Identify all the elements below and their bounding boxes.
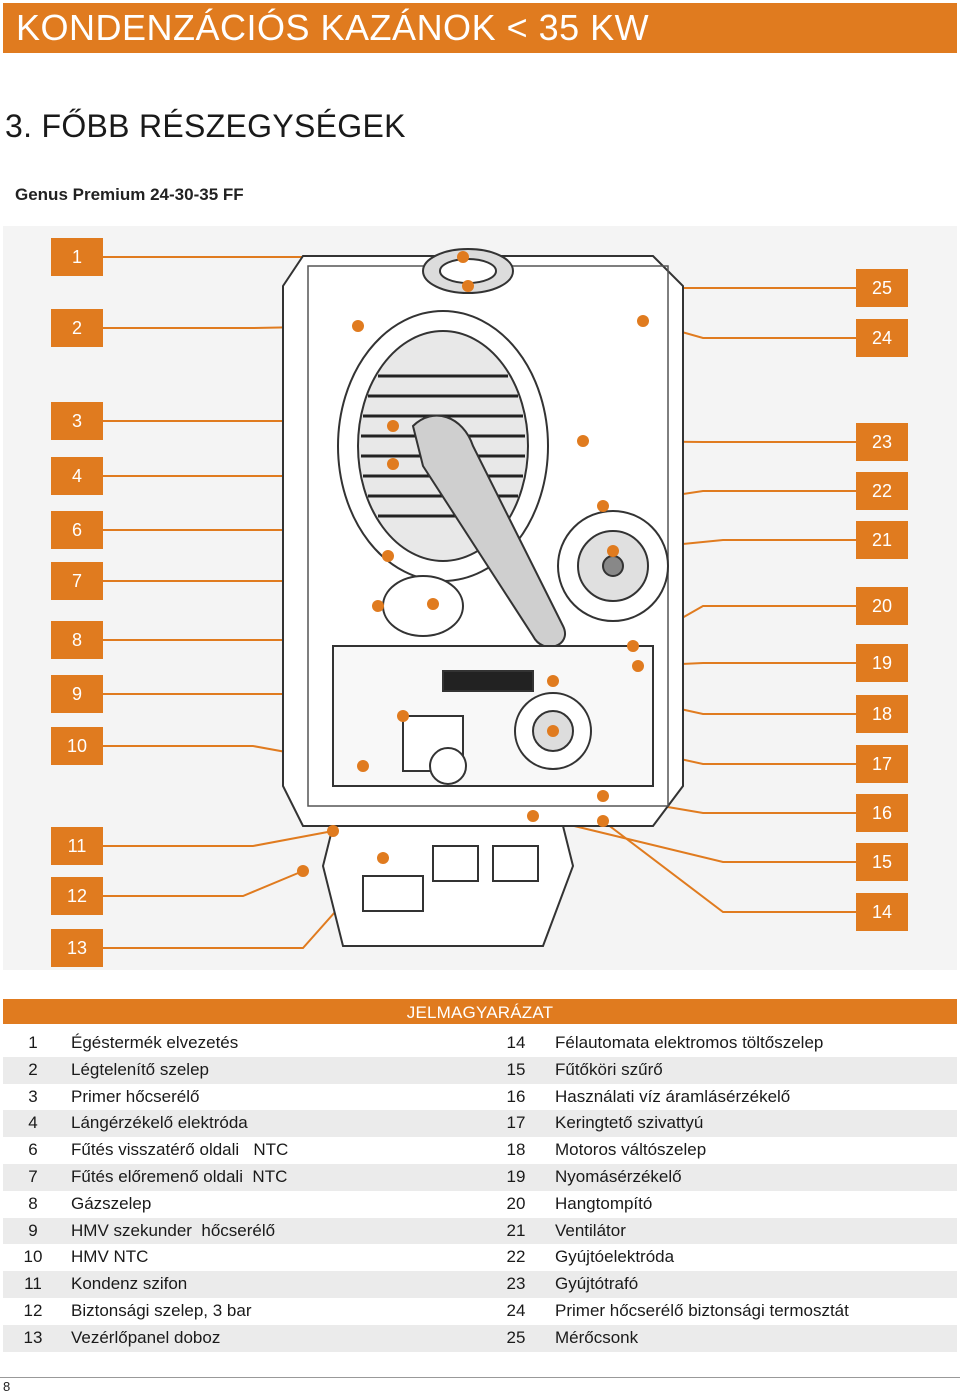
callout-19: 19 (856, 644, 908, 682)
callout-13: 13 (51, 929, 103, 967)
legend-number: 18 (506, 1140, 526, 1160)
legend-number: 3 (28, 1086, 38, 1106)
legend-number: 13 (23, 1327, 43, 1347)
legend-title: JELMAGYARÁZAT (3, 999, 957, 1024)
legend-number: 17 (506, 1113, 526, 1133)
legend-number: 21 (506, 1220, 526, 1240)
legend-number: 4 (28, 1113, 38, 1133)
legend-number: 6 (28, 1140, 38, 1160)
callout-12: 12 (51, 877, 103, 915)
legend-number: 20 (506, 1193, 526, 1213)
legend-number: 7 (28, 1166, 38, 1186)
footer-divider (0, 1377, 960, 1378)
legend-label: Fűtés előremenő oldali NTC (71, 1166, 288, 1186)
legend-label: HMV NTC (71, 1247, 149, 1267)
legend-table: 1 Égéstermék elvezetés 14 Félautomata el… (3, 1030, 957, 1352)
callout-24: 24 (856, 319, 908, 357)
callout-1: 1 (51, 238, 103, 276)
legend-label: HMV szekunder hőcserélő (71, 1220, 276, 1240)
legend-label: Gázszelep (71, 1193, 152, 1213)
callout-10: 10 (51, 727, 103, 765)
legend-number: 11 (24, 1274, 42, 1294)
legend-number: 14 (506, 1033, 526, 1052)
legend-row: 7 Fűtés előremenő oldali NTC 19 Nyomásér… (3, 1163, 957, 1191)
flue-pipe (411, 248, 566, 648)
fan (557, 510, 669, 622)
page-number: 8 (3, 1379, 11, 1394)
legend-row: 1 Égéstermék elvezetés 14 Félautomata el… (3, 1030, 957, 1057)
callout-4: 4 (51, 457, 103, 495)
callout-25: 25 (856, 269, 908, 307)
legend-number: 25 (506, 1327, 526, 1347)
legend-label: Vezérlőpanel doboz (71, 1327, 221, 1347)
legend-number: 10 (23, 1247, 43, 1267)
legend-label: Biztonsági szelep, 3 bar (71, 1300, 252, 1320)
callout-16: 16 (856, 794, 908, 832)
legend-number: 24 (506, 1300, 526, 1320)
callout-14: 14 (856, 893, 908, 931)
boiler-illustration (3, 226, 957, 970)
legend-number: 19 (506, 1166, 526, 1186)
callout-3: 3 (51, 402, 103, 440)
callout-15: 15 (856, 843, 908, 881)
callout-2: 2 (51, 309, 103, 347)
legend-row: 3 Primer hőcserélő 16 Használati víz ára… (3, 1084, 957, 1111)
control-panel (321, 825, 575, 947)
legend-number: 8 (28, 1193, 38, 1213)
section-title: 3. FŐBB RÉSZEGYSÉGEK (5, 108, 406, 144)
callout-9: 9 (51, 675, 103, 713)
model-title: Genus Premium 24-30-35 FF (15, 185, 244, 204)
legend-row: 8 Gázszelep 20 Hangtompító (3, 1191, 957, 1218)
legend-label: Félautomata elektromos töltőszelep (555, 1033, 824, 1052)
legend-number: 22 (506, 1247, 526, 1267)
callout-7: 7 (51, 562, 103, 600)
legend-label: Fűtés visszatérő oldali NTC (71, 1140, 289, 1160)
legend-row: 6 Fűtés visszatérő oldali NTC 18 Motoros… (3, 1137, 957, 1164)
legend-row: 10 HMV NTC 22 Gyújtóelektróda (3, 1244, 957, 1271)
callout-21: 21 (856, 521, 908, 559)
legend-row: 11 Kondenz szifon 23 Gyújtótrafó (3, 1271, 957, 1298)
legend-label: Fűtőköri szűrő (555, 1059, 663, 1079)
callout-11: 11 (51, 827, 103, 865)
boiler-diagram: 1 2 3 4 6 7 8 9 10 11 12 13 25 24 23 22 … (3, 226, 957, 970)
legend-label: Gyújtótrafó (555, 1274, 639, 1294)
silencer (382, 575, 464, 637)
legend-label: Lángérzékelő elektróda (71, 1113, 248, 1133)
callout-17: 17 (856, 745, 908, 783)
legend-row: 2 Légtelenítő szelep 15 Fűtőköri szűrő (3, 1056, 957, 1084)
legend-label: Motoros váltószelep (555, 1140, 707, 1160)
legend-label: Nyomásérzékelő (555, 1166, 682, 1186)
callout-18: 18 (856, 695, 908, 733)
legend-row: 9 HMV szekunder hőcserélő 21 Ventilátor (3, 1217, 957, 1245)
legend-label: Keringtető szivattyú (555, 1113, 704, 1133)
legend-label: Kondenz szifon (71, 1274, 188, 1294)
legend-label: Primer hőcserélő (71, 1086, 200, 1106)
legend-label: Primer hőcserélő biztonsági termosztát (555, 1300, 849, 1320)
legend-label: Ventilátor (555, 1220, 626, 1240)
legend-number: 15 (506, 1059, 526, 1079)
legend-number: 9 (28, 1220, 38, 1240)
hydraulic-group (332, 645, 654, 787)
legend-label: Gyújtóelektróda (555, 1247, 675, 1267)
legend-label: Hangtompító (555, 1193, 653, 1213)
legend-number: 23 (506, 1274, 526, 1294)
legend-row: 13 Vezérlőpanel doboz 25 Mérőcsonk (3, 1324, 957, 1352)
legend-number: 2 (28, 1059, 38, 1079)
marker-dots (297, 251, 649, 877)
callout-23: 23 (856, 423, 908, 461)
legend-row: 4 Lángérzékelő elektróda 17 Keringtető s… (3, 1110, 957, 1138)
legend-row: 12 Biztonsági szelep, 3 bar 24 Primer hő… (3, 1298, 957, 1325)
legend-number: 16 (506, 1086, 526, 1106)
callout-20: 20 (856, 587, 908, 625)
header-banner: KONDENZÁCIÓS KAZÁNOK < 35 KW (3, 3, 957, 53)
legend-label: Mérőcsonk (555, 1327, 639, 1347)
legend-label: Használati víz áramlásérzékelő (555, 1086, 791, 1106)
legend-number: 12 (23, 1300, 43, 1320)
callout-22: 22 (856, 472, 908, 510)
callout-6: 6 (51, 511, 103, 549)
legend-label: Légtelenítő szelep (71, 1059, 209, 1079)
legend-label: Égéstermék elvezetés (71, 1033, 239, 1052)
callout-8: 8 (51, 621, 103, 659)
legend-number: 1 (28, 1033, 38, 1052)
